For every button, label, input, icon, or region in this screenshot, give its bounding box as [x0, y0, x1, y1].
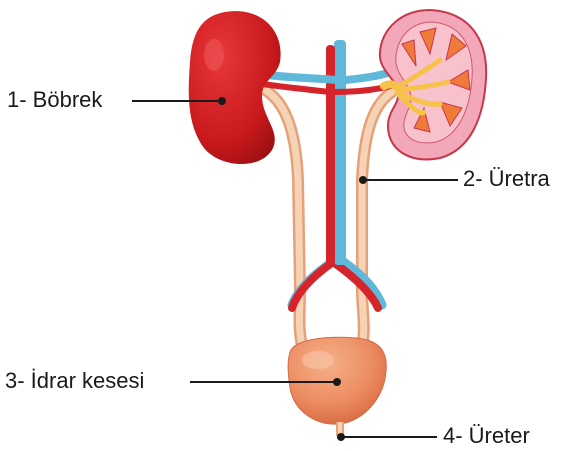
urethra-label: 2- Üretra — [463, 168, 550, 190]
right-kidney-section — [380, 10, 486, 159]
great-vessels — [326, 40, 346, 265]
bladder-label: 3- İdrar kesesi — [5, 370, 144, 392]
ureter-label: 4- Üreter — [443, 425, 530, 447]
kidney-label: 1- Böbrek — [7, 89, 102, 111]
